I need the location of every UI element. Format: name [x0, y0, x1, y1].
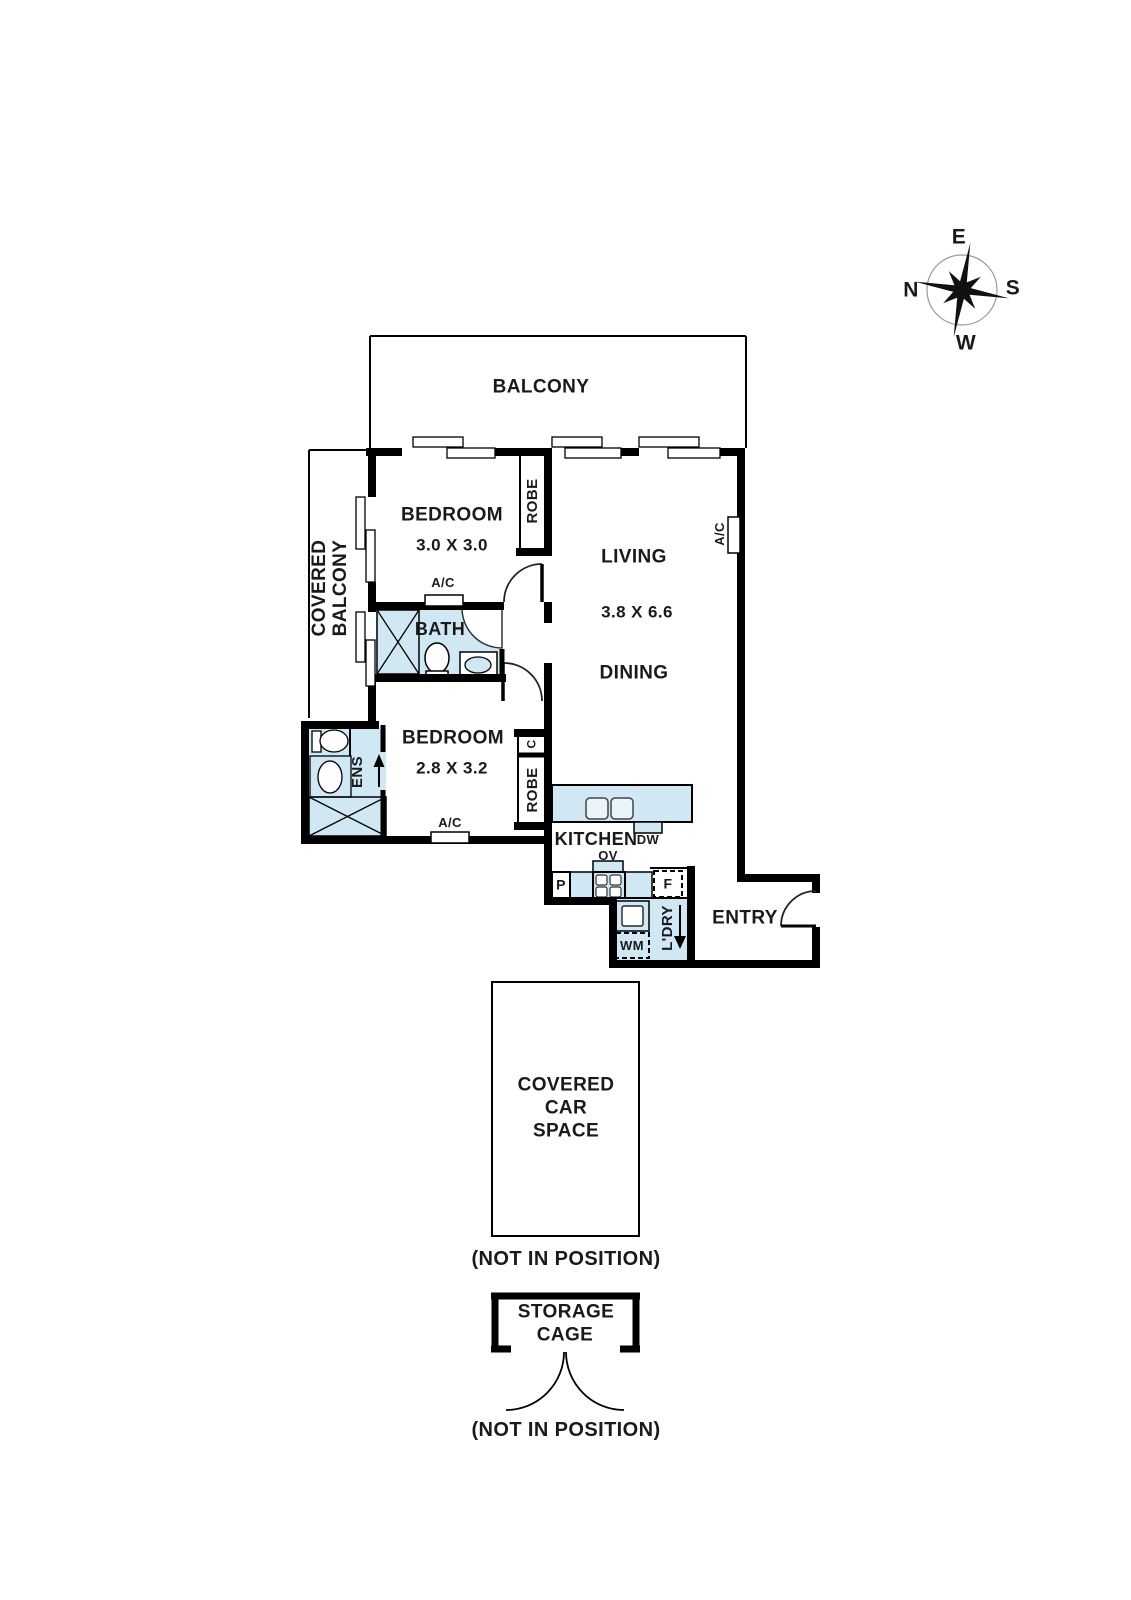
ac-units	[424, 516, 741, 844]
laundry-arrow-head	[674, 936, 686, 949]
sink-bowl-left	[585, 797, 609, 820]
compass-circle	[926, 254, 998, 326]
ov-label: OV	[598, 847, 618, 863]
door-swings	[501, 563, 817, 928]
car-space-line3: SPACE	[532, 1120, 600, 1142]
kitchen-label: KITCHEN	[554, 829, 638, 850]
fridge-box	[653, 870, 683, 898]
covered-balcony-walls	[308, 449, 368, 718]
ac-label-living: A/C	[711, 522, 727, 546]
compass-star	[914, 242, 1010, 338]
bath-fixtures	[376, 607, 503, 681]
compass-rose	[914, 242, 1010, 338]
burner-icon	[595, 874, 608, 886]
storage-door-arc-left	[505, 1351, 565, 1411]
ens-basin-bowl	[317, 760, 343, 794]
thin-lines	[349, 456, 687, 899]
laundry-tub-bowl	[621, 905, 644, 927]
pantry-label: P	[556, 876, 566, 893]
laundry-label: L'DRY	[658, 905, 676, 951]
bedroom2-dims: 2.8 X 3.2	[416, 758, 488, 778]
ac-label-bedroom1: A/C	[431, 574, 455, 590]
robe2-label: ROBE	[523, 767, 541, 813]
living-label: LIVING	[601, 546, 667, 568]
bedroom1-dims: 3.0 X 3.0	[416, 535, 488, 555]
dining-label: DINING	[599, 662, 669, 684]
bedroom2-door-arc	[503, 662, 543, 702]
covered-balcony-line1: COVERED	[309, 539, 331, 637]
fridge-label: F	[663, 875, 673, 892]
kitchen-fixtures	[551, 784, 693, 899]
not-in-position-car: (NOT IN POSITION)	[471, 1248, 661, 1270]
entry-door-arc	[780, 890, 817, 927]
bath-toilet-icon	[424, 642, 450, 674]
storage-line2: CAGE	[536, 1324, 594, 1346]
balcony-label: BALCONY	[492, 376, 590, 398]
bath-shower-cross	[376, 609, 420, 675]
entry-label: ENTRY	[712, 907, 778, 929]
ens-shower-cross	[308, 796, 387, 837]
bedroom1-label: BEDROOM	[400, 504, 504, 526]
ensuite-fixtures	[308, 729, 387, 837]
storage-cage-outline	[491, 1292, 640, 1411]
wm-label: WM	[620, 937, 644, 953]
robe1-label: ROBE	[523, 478, 541, 524]
bedroom2-label: BEDROOM	[401, 727, 505, 749]
compass-e: E	[951, 225, 967, 249]
covered-balcony-line2: BALCONY	[330, 539, 351, 637]
compass-n: N	[903, 278, 919, 302]
burner-icon	[609, 874, 622, 886]
ens-arrow-head	[373, 754, 385, 767]
bath-door-arc	[461, 607, 503, 649]
ac-unit-bedroom2	[430, 831, 470, 844]
ac-unit-living	[727, 516, 741, 554]
sink-bowl-right	[610, 797, 634, 820]
ens-label: ENS	[348, 755, 366, 789]
closet-walls	[514, 548, 552, 830]
burner-icon	[609, 886, 622, 898]
cupboard-label: C	[524, 739, 539, 749]
dishwasher-box	[633, 821, 663, 834]
car-space-outline	[491, 981, 640, 1237]
bath-basin-bowl	[464, 656, 492, 674]
balcony-walls	[308, 335, 747, 718]
burner-icon	[595, 886, 608, 898]
storage-door-arc-right	[565, 1351, 625, 1411]
kitchen-nook-lines	[613, 867, 687, 899]
covered-balcony-label: COVERED BALCONY	[309, 539, 352, 637]
ens-toilet-icon	[319, 729, 349, 753]
ac-label-bedroom2: A/C	[438, 814, 462, 830]
compass-s: S	[1005, 276, 1021, 300]
storage-line1: STORAGE	[517, 1301, 615, 1323]
washing-machine-box	[615, 932, 650, 959]
dw-label: DW	[636, 831, 660, 847]
car-space-line2: CAR	[544, 1097, 588, 1119]
sliding-doors-top	[412, 436, 721, 459]
car-space-line1: COVERED	[517, 1074, 615, 1096]
bedroom1-door-arc	[503, 563, 543, 603]
ac-unit-bedroom1	[424, 594, 464, 607]
compass-w: W	[955, 331, 977, 355]
living-dims: 3.8 X 6.6	[601, 602, 673, 622]
not-in-position-storage: (NOT IN POSITION)	[471, 1419, 661, 1441]
laundry-fixtures	[615, 900, 686, 959]
windows-covered-balcony	[355, 496, 376, 687]
bath-label: BATH	[414, 619, 466, 640]
